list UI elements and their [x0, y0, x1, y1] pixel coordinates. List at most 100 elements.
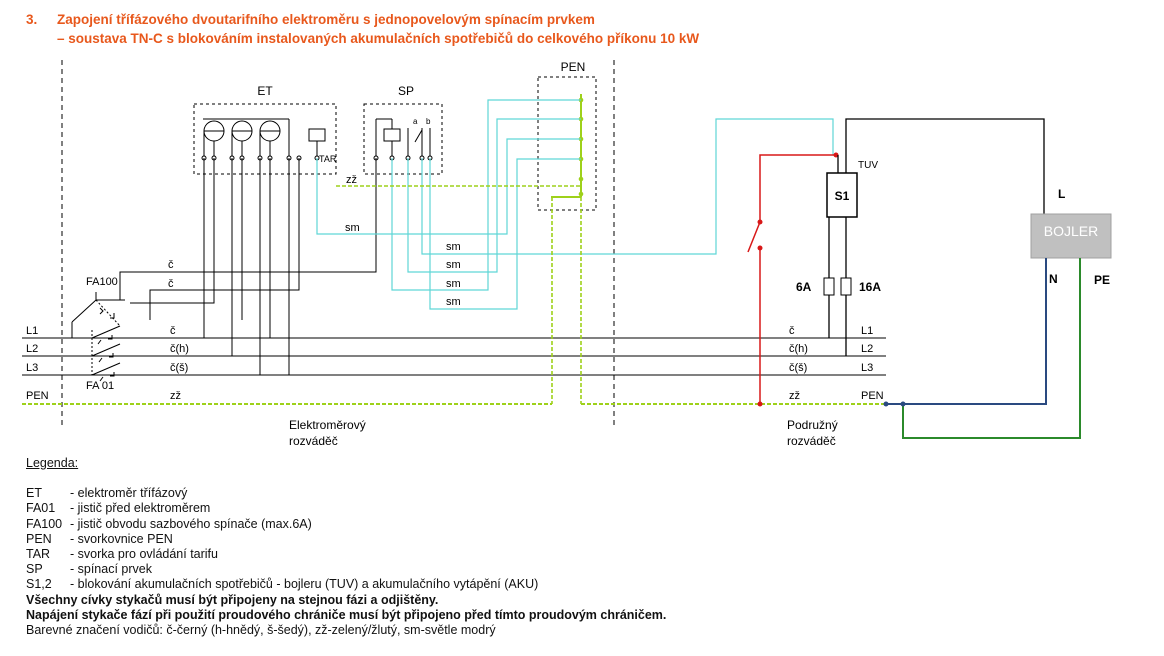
boiler-terminal-l: L: [1058, 187, 1065, 201]
wire-label-zz: zž: [346, 174, 357, 186]
bus-label-right-pen: PEN: [861, 390, 884, 402]
bus-color-left-l3: č(š): [170, 362, 188, 374]
legend-note-coils: Všechny cívky stykačů musí být připojeny…: [26, 592, 439, 607]
green-yellow-wires: [336, 185, 582, 404]
wire-label-c-upper: č: [168, 259, 174, 271]
legend-item-fa100: FA100 - jistič obvodu sazbového spínače (…: [26, 517, 666, 532]
legend-note-colors: Barevné značení vodičů: č-černý (h-hnědý…: [26, 623, 496, 638]
bus-labels-left: L1 L2 L3 PEN: [26, 325, 49, 402]
protective-earth-wire: [902, 258, 1081, 439]
phase-bus-lines: [22, 337, 886, 376]
red-wires: [747, 154, 836, 404]
boiler-terminal-pe: PE: [1094, 273, 1110, 287]
legend-code: FA100: [26, 516, 63, 531]
pe-junction: [900, 401, 906, 407]
page-title: 3.Zapojení třífázového dvoutarifního ele…: [26, 10, 1026, 48]
sm-wire-labels: sm sm sm sm sm: [345, 222, 461, 308]
fuse-16a-label: 16A: [859, 280, 881, 294]
neutral-junction: [883, 401, 889, 407]
red-wire-dots: [757, 152, 839, 407]
sp-terminals: [373, 155, 433, 161]
et-meter-box: [193, 103, 337, 175]
title-line-1: 3.Zapojení třífázového dvoutarifního ele…: [26, 10, 1026, 29]
sp-contact-a: a: [413, 117, 418, 126]
sub-board-label-1: Podružný: [787, 418, 838, 432]
legend-item-sp: SP - spínací prvek: [26, 562, 666, 577]
sp-internals: [375, 118, 431, 158]
wire-label-sm-2: sm: [446, 241, 461, 253]
sub-board-label-2: rozváděč: [787, 434, 836, 448]
bus-label-right-l2: L2: [861, 343, 873, 355]
bus-color-right-l3: č(š): [789, 362, 807, 374]
legend-note-rcd: Napájení stykače fází při použití proudo…: [26, 607, 667, 622]
boiler-terminal-n: N: [1049, 272, 1058, 286]
legend-code: ET: [26, 486, 42, 501]
fuse-6a-label: 6A: [796, 280, 812, 294]
bus-color-left-l2: č(h): [170, 343, 189, 355]
tar-label: TAR: [319, 154, 337, 164]
black-wires: [119, 158, 377, 375]
bus-label-left-l3: L3: [26, 362, 38, 374]
bus-label-left-pen: PEN: [26, 390, 49, 402]
legend-text: - jistič obvodu sazbového spínače (max.6…: [70, 516, 312, 531]
wire-label-sm-3: sm: [446, 259, 461, 271]
main-board-label-1: Elektroměrový: [289, 418, 366, 432]
main-board-label-2: rozváděč: [289, 434, 338, 448]
bus-color-left-l1: č: [170, 325, 176, 337]
bus-color-right-pen: zž: [789, 390, 800, 402]
contactor-s1: [826, 172, 858, 218]
wiring-diagram: ET TAR SP a b PEN: [22, 60, 1112, 448]
legend-text: - elektroměr třífázový: [70, 486, 188, 501]
sp-switch-box: [363, 103, 443, 175]
legend-item-pen: PEN- svorkovnice PEN: [26, 532, 666, 547]
legend-item-tar: TAR- svorka pro ovládání tarifu: [26, 547, 666, 562]
legend-code: S1,2: [26, 577, 52, 592]
title-line-2: – soustava TN-C s blokováním instalovaný…: [57, 31, 700, 46]
bus-colors-right: č č(h) č(š) zž: [789, 325, 808, 402]
legend-code: SP: [26, 562, 43, 577]
fa01-label: FA 01: [86, 380, 114, 392]
light-blue-wires: [316, 99, 834, 310]
sub-black-wires: [828, 118, 1045, 356]
bus-label-left-l1: L1: [26, 325, 38, 337]
contactor-s1-label: S1: [835, 189, 850, 203]
tar-relay: [308, 128, 326, 142]
fuse-6a: [823, 277, 835, 296]
legend-item-s12: S1,2 - blokování akumulačních spotřebičů …: [26, 577, 666, 592]
legend-code: FA01: [26, 501, 56, 516]
bus-color-right-l2: č(h): [789, 343, 808, 355]
pen-busbar: [551, 94, 582, 198]
breaker-fa01: [72, 325, 121, 382]
wire-label-c-lower: č: [168, 278, 174, 290]
bus-labels-right: L1 L2 L3 PEN: [861, 325, 884, 402]
et-terminals: [201, 155, 320, 161]
boiler-label: BOJLER: [1044, 223, 1098, 239]
section-number: 3.: [26, 12, 38, 27]
meter-coils: [203, 118, 326, 158]
bus-color-right-l1: č: [789, 325, 795, 337]
legend-text: - svorkovnice PEN: [70, 531, 173, 546]
legend-text: - blokování akumulačních spotřebičů - bo…: [70, 577, 539, 592]
breaker-fa100: [71, 292, 125, 338]
sp-label: SP: [398, 84, 414, 98]
legend-item-fa01: FA01 - jistič před elektroměrem: [26, 501, 666, 516]
boiler-box: [1030, 213, 1112, 259]
legend-text: - jistič před elektroměrem: [70, 501, 211, 516]
legend-text: - spínací prvek: [70, 562, 152, 577]
pen-block-label: PEN: [561, 60, 586, 74]
sp-contact-b: b: [426, 117, 431, 126]
wire-label-sm-1: sm: [345, 222, 360, 234]
wire-label-sm-5: sm: [446, 296, 461, 308]
legend-item-et: ET - elektroměr třífázový: [26, 486, 666, 501]
legend-text: - svorka pro ovládání tarifu: [70, 547, 218, 562]
legend: Legenda: ET - elektroměr třífázový FA01 - …: [26, 456, 666, 638]
pen-terminal-block: [537, 76, 597, 211]
sp-relay: [383, 128, 401, 142]
wire-label-sm-4: sm: [446, 278, 461, 290]
fa100-label: FA100: [86, 276, 118, 288]
bus-label-right-l1: L1: [861, 325, 873, 337]
neutral-wire: [886, 258, 1047, 405]
legend-heading: Legenda:: [26, 456, 79, 470]
bus-label-right-l3: L3: [861, 362, 873, 374]
bus-color-left-pen: zž: [170, 390, 181, 402]
